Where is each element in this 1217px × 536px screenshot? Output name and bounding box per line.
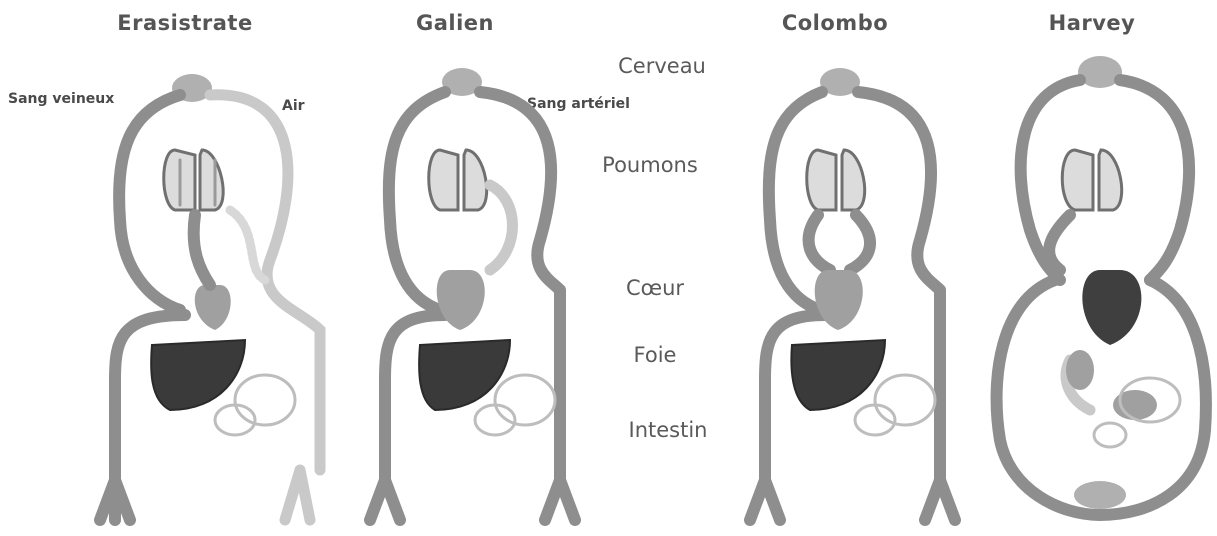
panel-title-galien: Galien — [416, 11, 494, 35]
heart-icon — [195, 285, 231, 330]
panel-colombo — [750, 68, 955, 520]
artery-path — [480, 92, 575, 520]
panel-title-erasistrate: Erasistrate — [117, 11, 252, 35]
annotation-venous-blood: Sang veineux — [8, 91, 114, 107]
panel-galien — [370, 68, 575, 520]
panel-harvey — [997, 56, 1206, 515]
annotation-arterial-blood: Sang artériel — [527, 96, 630, 112]
liver-icon — [791, 340, 885, 410]
organ-label-heart: Cœur — [626, 276, 684, 300]
organ-label-liver: Foie — [634, 343, 677, 367]
right-lung-icon — [842, 150, 865, 210]
left-lung-icon — [807, 150, 836, 210]
liver-icon — [1066, 350, 1094, 390]
panel-title-harvey: Harvey — [1049, 11, 1136, 35]
left-lung-icon — [1062, 150, 1093, 210]
organ-label-intestine: Intestin — [629, 418, 708, 442]
organ-label-lungs: Poumons — [602, 153, 698, 177]
intestine-icon — [495, 375, 555, 425]
right-lung-icon — [1099, 150, 1122, 210]
right-lung-icon — [200, 150, 223, 210]
liver-icon — [151, 340, 245, 410]
heart-icon — [1082, 270, 1141, 345]
panel-title-colombo: Colombo — [782, 11, 888, 35]
right-lung-icon — [464, 150, 487, 210]
panel-erasistrate — [100, 74, 320, 520]
intestine-icon — [235, 375, 295, 425]
lower-body-icon — [1074, 481, 1126, 509]
organ-label-brain: Cerveau — [618, 54, 706, 78]
artery-path — [858, 92, 955, 520]
intestine-icon — [875, 375, 935, 425]
left-lung-icon — [429, 150, 458, 210]
annotation-air: Air — [282, 98, 305, 114]
